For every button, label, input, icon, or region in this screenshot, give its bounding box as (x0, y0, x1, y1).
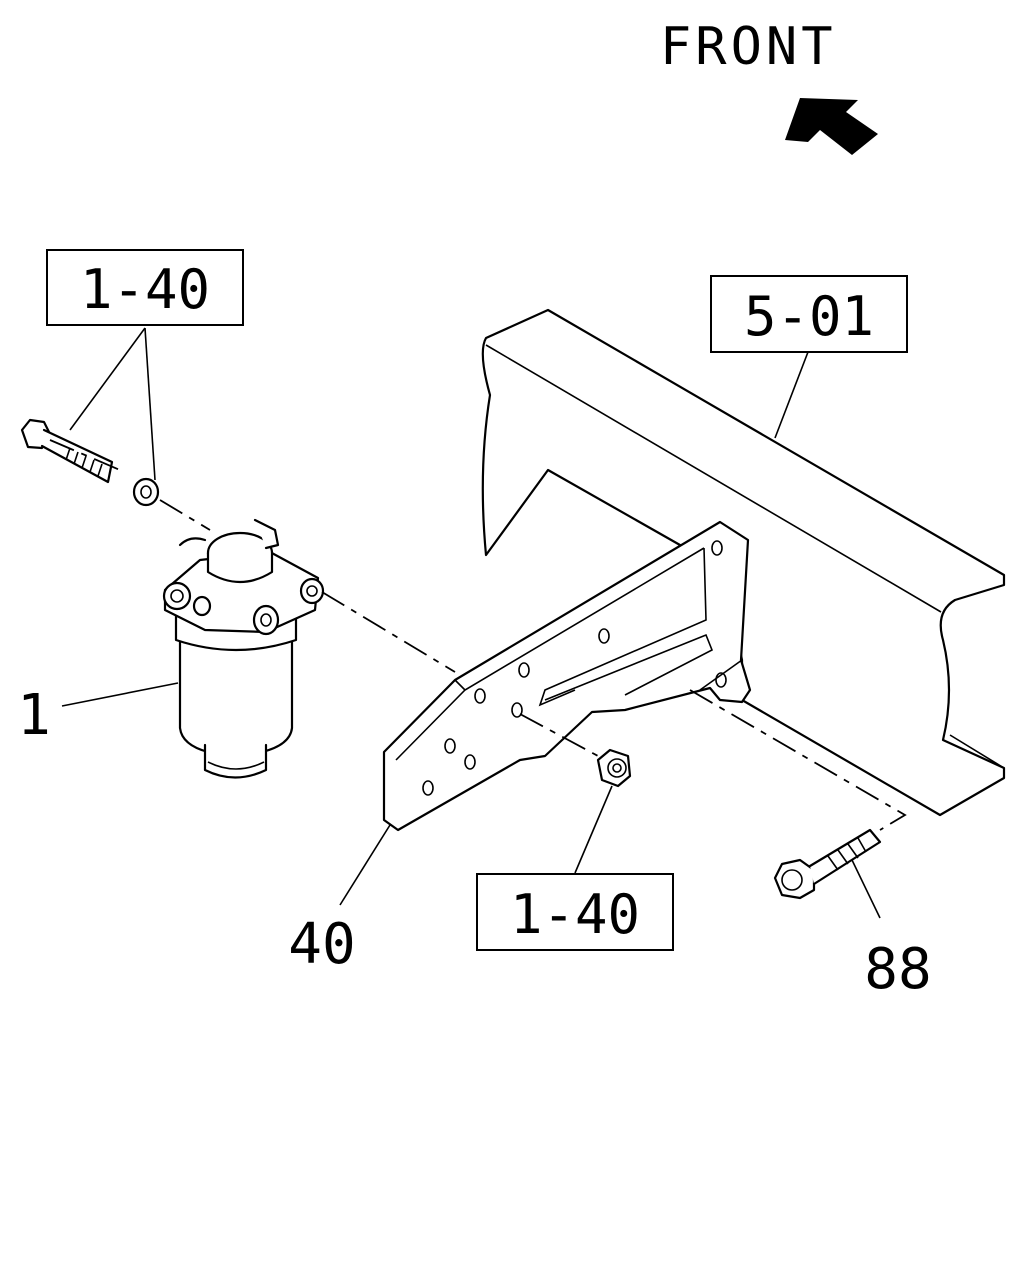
ref-box-lower[interactable]: 1-40 (476, 873, 674, 951)
ref-frame-label: 5-01 (744, 285, 874, 348)
frame-mounting-bolt (773, 828, 882, 900)
ref-lower-label: 1-40 (510, 883, 640, 946)
ref-box-upper-left[interactable]: 1-40 (46, 249, 244, 326)
ref-upper-left-label: 1-40 (80, 258, 210, 321)
bracket-nut (596, 748, 632, 788)
bracket (382, 520, 752, 832)
callout-bracket[interactable]: 40 (288, 912, 355, 977)
front-label: FRONT (660, 17, 837, 77)
fuel-filter (162, 518, 325, 779)
assembly-lines (49, 439, 907, 831)
callout-bolt[interactable]: 88 (864, 937, 931, 1002)
ref-box-frame[interactable]: 5-01 (710, 275, 908, 353)
filter-mounting-bolt (20, 418, 160, 507)
leader-lines (61, 327, 881, 919)
callout-fuel-filter[interactable]: 1 (17, 683, 51, 748)
front-arrow-icon (785, 98, 878, 155)
